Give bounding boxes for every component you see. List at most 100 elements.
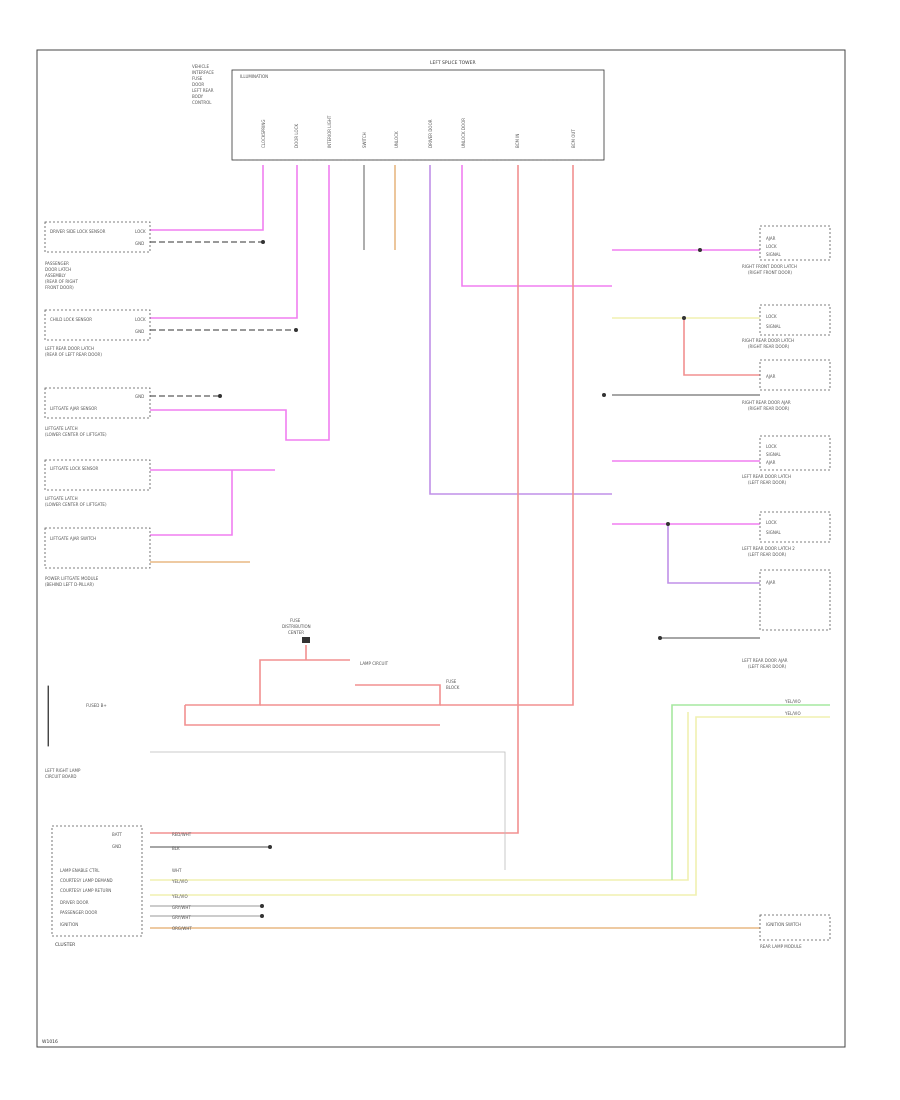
cluster-pin-5: COURTESY LAMP RETURN xyxy=(60,888,111,893)
diagram-frame xyxy=(36,49,846,1048)
left-component-1-pin-2: GND xyxy=(135,241,144,246)
cluster-wire-6: GRY/WHT xyxy=(172,905,191,910)
top-pin-label-4: SWITCH xyxy=(362,132,367,148)
right-component-4-pin-1: LOCK xyxy=(766,444,777,449)
right-component-6-note: (LEFT REAR DOOR) xyxy=(748,664,787,669)
left-component-4-note-1: LIFTGATE LATCH xyxy=(45,496,78,501)
wire-yellow-c1 xyxy=(150,712,689,881)
top-pin-label-2: DOOR LOCK xyxy=(294,124,299,148)
cluster-module: BATT GND LAMP ENABLE CTRL COURTESY LAMP … xyxy=(51,825,192,948)
left-component-4-box xyxy=(44,459,151,491)
wire-pink-7 xyxy=(461,165,612,287)
cluster-wire-7: GRY/WHT xyxy=(172,915,191,920)
right-component-1-note: (RIGHT FRONT DOOR) xyxy=(748,270,792,275)
left-component-2-note-1: LEFT REAR DOOR LATCH xyxy=(45,346,94,351)
left-component-5-note-2: (BEHIND LEFT D-PILLAR) xyxy=(45,582,94,587)
top-box-left-note-2: INTERFACE xyxy=(192,70,214,75)
wire-red-fuse-a xyxy=(185,659,350,706)
left-component-1-note-4: (REAR OF RIGHT xyxy=(45,279,78,284)
cluster-box xyxy=(51,825,143,937)
lamp-circuit-label: LAMP CIRCUIT xyxy=(360,661,389,666)
top-connector-block: LEFT SPLICE TOWER ILLUMINATION VEHICLE I… xyxy=(192,60,605,161)
top-box-left-note-7: CONTROL xyxy=(192,100,212,105)
right-component-1-pin-2: LOCK xyxy=(766,244,777,249)
right-component-6-box xyxy=(759,569,831,631)
left-component-5: LIFTGATE AJAR SWITCH POWER LIFTGATE MODU… xyxy=(44,527,151,587)
splice-6 xyxy=(268,845,272,849)
top-box-left-note-5: LEFT REAR xyxy=(192,88,214,93)
left-component-4: LIFTGATE LOCK SENSOR LIFTGATE LATCH (LOW… xyxy=(44,459,151,507)
fuse-area: FUSE DISTRIBUTION CENTER FUSED B+ LAMP C… xyxy=(45,618,460,779)
cluster-wire-5: YEL/VIO xyxy=(171,894,188,899)
top-connector-box xyxy=(231,69,605,161)
cluster-pin-6: DRIVER DOOR xyxy=(60,900,89,905)
left-power-box-2: CIRCUIT BOARD xyxy=(45,774,77,779)
top-pin-label-1: CLOCKSPRING xyxy=(261,120,266,148)
right-component-3-name: RIGHT REAR DOOR AJAR xyxy=(742,400,791,405)
top-pin-label-9: BCM OUT xyxy=(571,129,576,148)
splice-11 xyxy=(602,393,606,397)
left-component-1-note-3: ASSEMBLY xyxy=(45,273,66,278)
splice-2 xyxy=(294,328,298,332)
ignition-switch-name: IGNITION SWITCH xyxy=(766,922,801,927)
left-component-4-name: LIFTGATE LOCK SENSOR xyxy=(50,466,99,471)
splice-9 xyxy=(698,248,702,252)
right-component-6: AJAR LEFT REAR DOOR AJAR (LEFT REAR DOOR… xyxy=(742,569,831,669)
wire-pink-2 xyxy=(150,165,298,319)
wire-red-fuse-b xyxy=(260,684,441,706)
right-component-3-pin-1: AJAR xyxy=(766,374,776,379)
wires xyxy=(150,165,830,929)
right-component-2-name: RIGHT REAR DOOR LATCH xyxy=(742,338,794,343)
left-component-2-name: CHILD LOCK SENSOR xyxy=(50,317,92,322)
left-component-1-note-5: FRONT DOOR) xyxy=(45,285,74,290)
left-component-2-box xyxy=(44,309,151,341)
wire-green-top xyxy=(671,704,830,880)
right-component-1-pin-1: AJAR xyxy=(766,236,776,241)
wire-red-8 xyxy=(150,165,519,834)
wire-gray-lamp xyxy=(150,751,506,870)
left-component-2-pin-2: GND xyxy=(135,329,144,334)
top-pin-label-7: UNLOCK DOOR xyxy=(461,118,466,148)
right-component-2-pin-2: SIGNAL xyxy=(766,324,782,329)
splice-5 xyxy=(666,522,670,526)
right-component-1: AJAR LOCK SIGNAL RIGHT FRONT DOOR LATCH … xyxy=(742,225,831,275)
left-component-5-box xyxy=(44,527,151,569)
cluster-pin-2: GND xyxy=(112,844,121,849)
fused-b-label: FUSED B+ xyxy=(86,703,107,708)
cluster-pin-7: PASSENGER DOOR xyxy=(60,910,98,915)
diagram-code: W1016 xyxy=(42,1039,58,1045)
right-component-3-box xyxy=(759,359,831,391)
cluster-pin-8: IGNITION xyxy=(60,922,78,927)
wire-pink-3 xyxy=(150,165,330,441)
right-component-5: LOCK SIGNAL LEFT REAR DOOR LATCH 2 (LEFT… xyxy=(742,511,831,557)
right-component-1-pin-3: SIGNAL xyxy=(766,252,782,257)
right-component-2: LOCK SIGNAL RIGHT REAR DOOR LATCH (RIGHT… xyxy=(742,304,831,349)
cluster-wire-2: BLK xyxy=(172,846,180,851)
right-component-5-pin-1: LOCK xyxy=(766,520,777,525)
right-component-5-note: (LEFT REAR DOOR) xyxy=(748,552,787,557)
splice-3 xyxy=(218,394,222,398)
left-component-3-name: LIFTGATE AJAR SENSOR xyxy=(50,406,97,411)
left-component-1-note-2: DOOR LATCH xyxy=(45,267,71,272)
cluster-name: CLUSTER xyxy=(55,942,75,948)
wire-label-bottom-1: YEL/VIO xyxy=(784,699,801,704)
left-component-3-note-2: (LOWER CENTER OF LIFTGATE) xyxy=(45,432,107,437)
left-component-1-note-1: PASSENGER xyxy=(45,261,69,266)
ignition-switch-box xyxy=(759,914,831,941)
left-component-2-note-2: (REAR OF LEFT REAR DOOR) xyxy=(45,352,102,357)
top-pin-label-3: INTERIOR LIGHT xyxy=(327,115,332,148)
splice-10 xyxy=(658,636,662,640)
cluster-wire-3: WHT xyxy=(172,868,182,873)
wire-red-9 xyxy=(440,165,574,706)
right-component-3: AJAR RIGHT REAR DOOR AJAR (RIGHT REAR DO… xyxy=(742,359,831,411)
right-component-5-name: LEFT REAR DOOR LATCH 2 xyxy=(742,546,795,551)
left-component-3-box xyxy=(44,387,151,419)
left-component-3-pin-1: GND xyxy=(135,394,144,399)
fuse-symbol xyxy=(302,637,310,643)
ignition-switch-note: REAR LAMP MODULE xyxy=(760,944,802,949)
wire-label-bottom-2: YEL/VIO xyxy=(784,711,801,716)
top-pin-label-6: DRIVER DOOR xyxy=(428,119,433,148)
top-box-left-note-1: VEHICLE xyxy=(192,64,209,69)
right-component-6-pin-1: AJAR xyxy=(766,580,776,585)
wire-yellow-c2 xyxy=(150,716,830,896)
